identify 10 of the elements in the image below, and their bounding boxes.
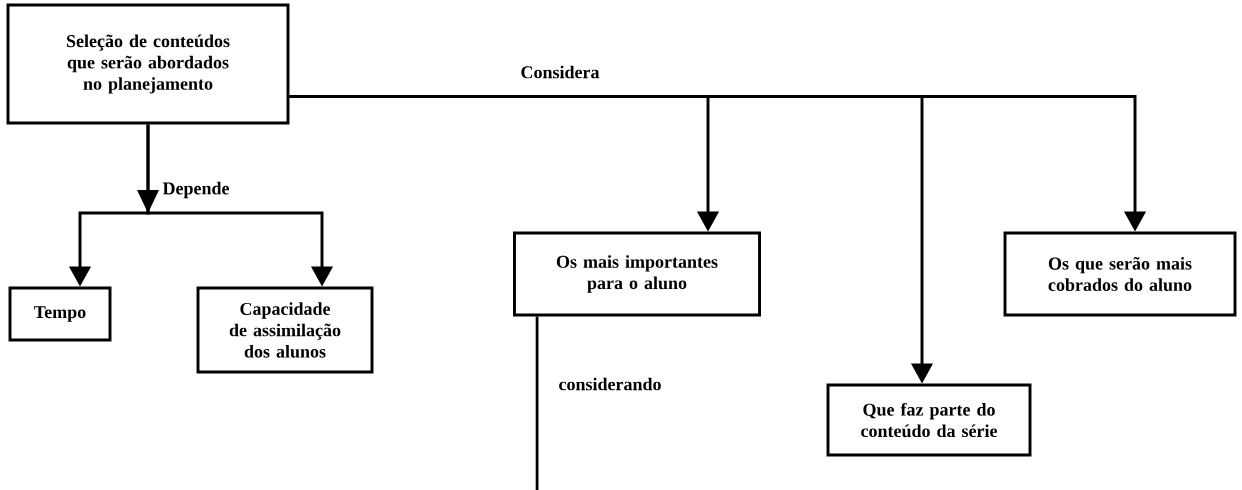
concept-box: Seleção de conteúdos que serão abordados no planejamento xyxy=(6,3,290,125)
concept-box: Que faz parte do conteúdo da série xyxy=(826,383,1032,457)
concept-box: Os mais importantes para o aluno xyxy=(513,231,761,317)
edge-label: considerando xyxy=(559,377,661,391)
edge-label: Considera xyxy=(521,65,600,79)
edge-label: Depende xyxy=(162,181,230,199)
concept-box: Os que serão mais cobrados do aluno xyxy=(1003,231,1237,317)
concept-box: Capacidade de assimilação dos alunos xyxy=(196,286,374,374)
arrow xyxy=(137,190,159,213)
concept-box: Tempo xyxy=(8,286,112,342)
